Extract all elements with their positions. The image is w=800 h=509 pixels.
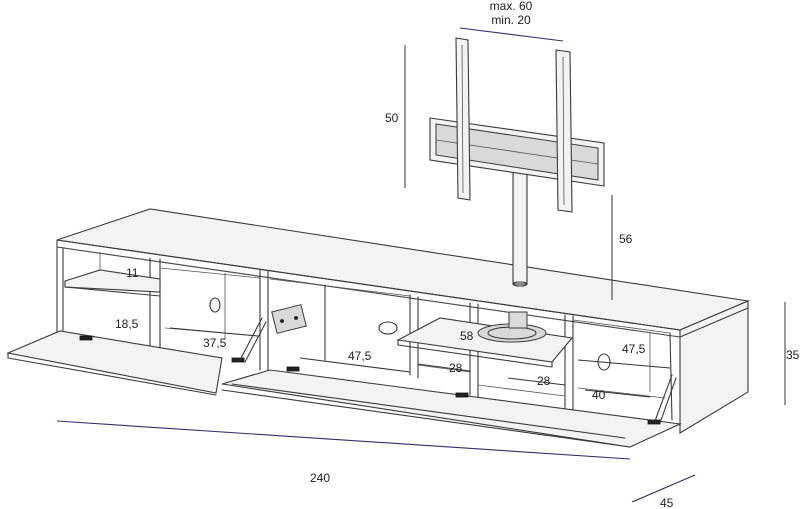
hinge (79, 335, 93, 341)
hinge (647, 419, 661, 425)
label-tv-plate: 58 (460, 329, 474, 343)
cabinet-top (56, 208, 750, 331)
label-center-inner-right: 28 (537, 374, 551, 388)
label-shelf-upper: 11 (126, 266, 139, 280)
label-depth: 45 (660, 496, 674, 509)
hinge (231, 357, 245, 363)
label-cabinet-height: 35 (786, 348, 800, 362)
label-pole-height: 56 (619, 232, 633, 246)
label-mount-max: max. 60 (490, 0, 533, 13)
label-center-compartment: 47,5 (348, 349, 372, 363)
label-left-compartment: 37,5 (203, 336, 227, 350)
hinge (286, 366, 300, 372)
power-socket (271, 304, 307, 334)
label-mount-min: min. 20 (491, 13, 531, 27)
label-shelf-lower: 18,5 (115, 317, 139, 331)
mount-rail-left (455, 37, 471, 201)
cable-hole-left (209, 297, 221, 313)
tv-plate-shelf (396, 317, 574, 363)
flap-door-center (221, 369, 682, 448)
label-right-compartment: 47,5 (622, 342, 646, 356)
label-mount-height: 50 (385, 111, 399, 125)
cabinet-right-side (679, 300, 749, 434)
flap-doors (6, 304, 682, 448)
tv-mount (429, 37, 605, 287)
mount-rail-right (555, 49, 573, 213)
label-right-depth: 40 (592, 388, 606, 402)
dimension-lines (56, 27, 786, 503)
label-center-inner-left: 28 (449, 361, 463, 375)
shelf-upper (64, 269, 161, 293)
dim-37-5 (169, 327, 259, 337)
label-total-width: 240 (310, 471, 330, 485)
dimension-labels: max. 60 min. 20 50 56 35 240 45 11 18,5 … (115, 0, 800, 509)
hinge (455, 392, 469, 398)
cable-hole-center (378, 321, 398, 335)
flap-door-left (6, 330, 223, 394)
dim-47-5-center (299, 357, 411, 373)
pole-base (508, 311, 528, 329)
stand-pole (512, 171, 528, 285)
